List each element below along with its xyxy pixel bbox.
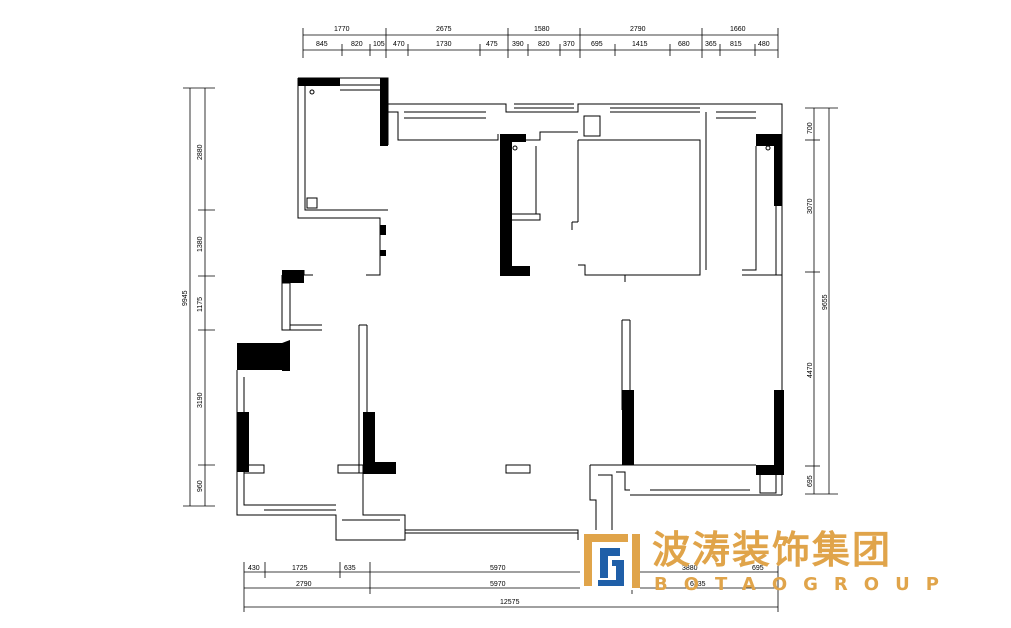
dim-top-820a: 820 [351, 41, 363, 48]
dim-left-2880: 2880 [197, 144, 204, 160]
dim-left-1380: 1380 [197, 236, 204, 252]
dim-top-480: 480 [758, 41, 770, 48]
dim-bottom-12575: 12575 [500, 599, 520, 606]
dim-left-9945: 9945 [182, 290, 189, 306]
dim-top-680: 680 [678, 41, 690, 48]
dim-bottom-430: 430 [248, 565, 260, 572]
dim-right-695: 695 [807, 475, 814, 487]
dim-top-845: 845 [316, 41, 328, 48]
dim-left-1175: 1175 [197, 297, 204, 312]
dim-bottom-3880: 3880 [682, 565, 698, 572]
dim-right-3070: 3070 [807, 198, 814, 214]
dim-top-1660: 1660 [730, 26, 746, 33]
dim-left-960: 960 [197, 480, 204, 492]
dim-top-470: 470 [393, 41, 405, 48]
brand-emblem [580, 530, 640, 590]
dim-top-2675: 2675 [436, 26, 452, 33]
dim-top-1730: 1730 [436, 41, 452, 48]
dim-top-105: 105 [373, 41, 385, 48]
dim-bottom-2790: 2790 [296, 581, 312, 588]
dim-top-815: 815 [730, 41, 742, 48]
dim-right-700: 700 [807, 122, 814, 134]
dim-top-475: 475 [486, 41, 498, 48]
dim-bottom-6335: 6335 [690, 581, 706, 588]
dim-left-3190: 3190 [197, 392, 204, 408]
brand-name-en: BOTAOGROUP [654, 574, 955, 595]
brand-name-cn: 波涛装饰集团 [652, 528, 892, 572]
dim-bottom-1725: 1725 [292, 565, 308, 572]
right-dimensions: 700 3070 4470 695 9655 [805, 107, 838, 495]
dim-top-1415: 1415 [632, 41, 648, 48]
dim-bottom-635: 635 [344, 565, 356, 572]
dim-top-390: 390 [512, 41, 524, 48]
dim-bottom-5970b: 5970 [490, 581, 506, 588]
dim-top-1580: 1580 [534, 26, 550, 33]
dim-bottom-5970a: 5970 [490, 565, 506, 572]
dim-top-695: 695 [591, 41, 603, 48]
dim-top-365: 365 [705, 41, 717, 48]
dim-top-1770: 1770 [334, 26, 350, 33]
dim-top-820b: 820 [538, 41, 550, 48]
top-dimensions: 1770 2675 1580 2790 1660 845 820 105 470… [302, 26, 779, 58]
left-dimensions: 9945 2880 1380 1175 3190 960 [182, 87, 215, 507]
dim-right-4470: 4470 [807, 362, 814, 378]
dim-bottom-695: 695 [752, 565, 764, 572]
dim-top-2790: 2790 [630, 26, 646, 33]
solid-walls [237, 78, 784, 475]
bottom-dimensions: 430 1725 635 5970 3880 695 2790 5970 633… [243, 562, 779, 612]
brand-logo: 波涛装饰集团 BOTAOGROUP [580, 528, 955, 595]
dim-top-370: 370 [563, 41, 575, 48]
dim-right-9655: 9655 [822, 294, 829, 310]
